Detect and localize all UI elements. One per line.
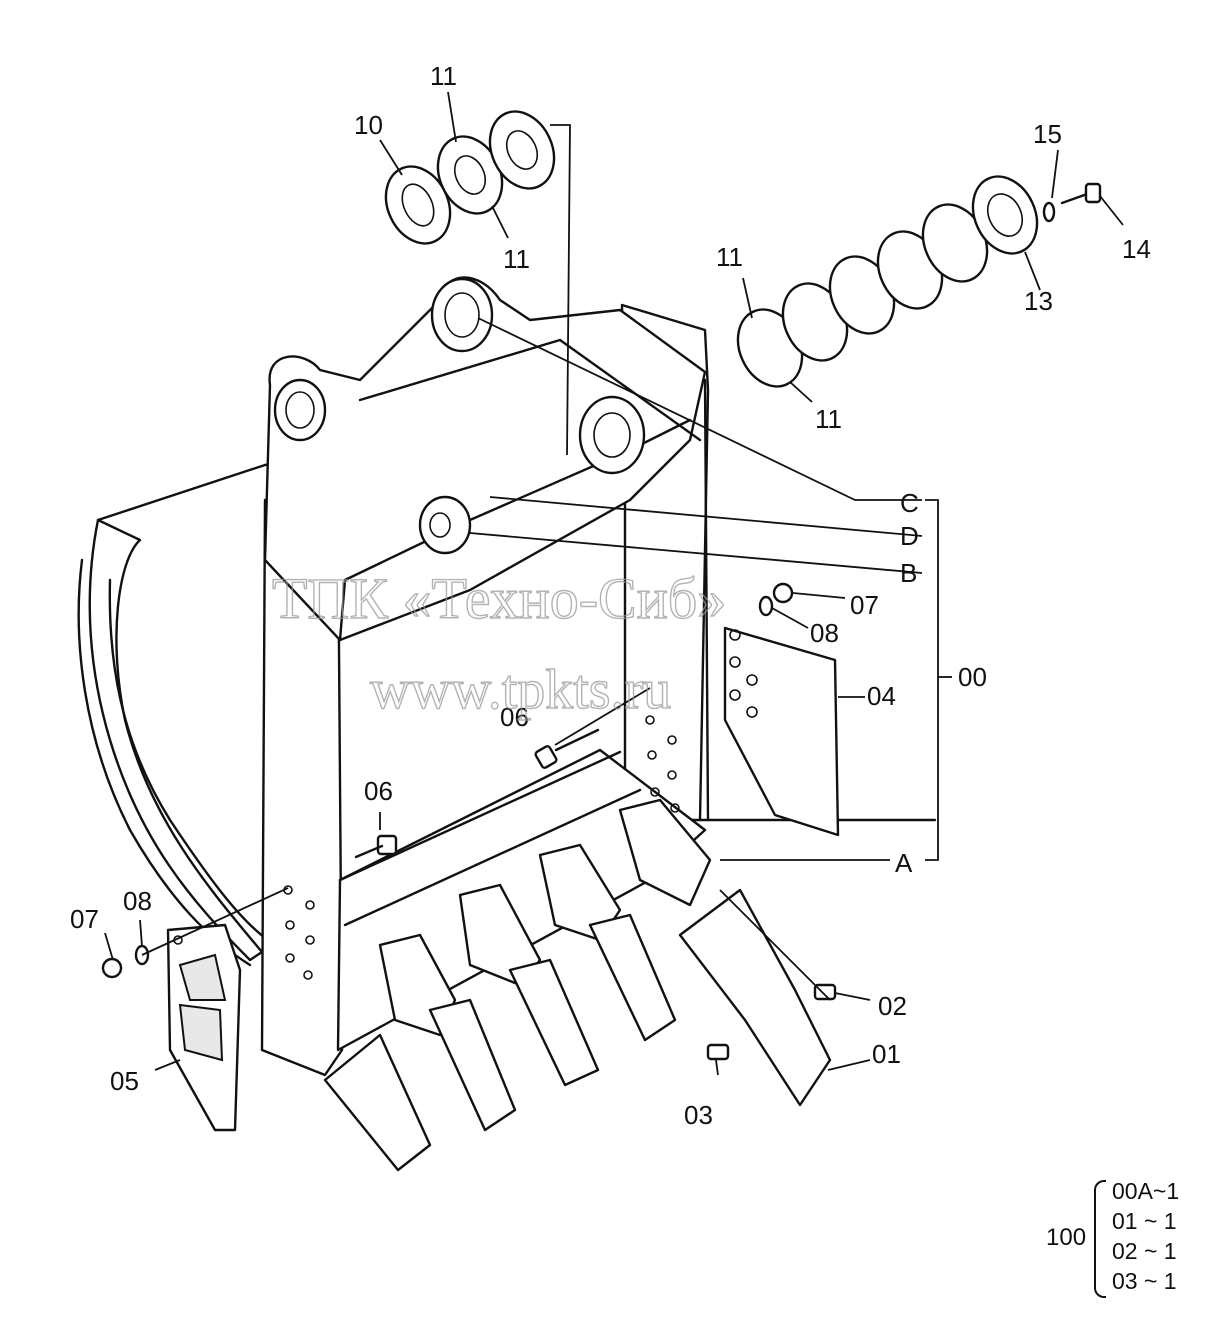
- callout-08-right: 08: [810, 618, 839, 648]
- quantity-row: 02 ~ 1: [1112, 1238, 1177, 1264]
- watermark-url: www.tpkts.ru: [370, 659, 671, 721]
- leader-lines: [104, 91, 1124, 1076]
- quantity-row: 03 ~ 1: [1112, 1268, 1177, 1294]
- assembly-number: 100: [1046, 1224, 1087, 1251]
- callout-13: 13: [1024, 286, 1053, 316]
- quantity-brace: [1094, 1180, 1106, 1298]
- bucket-teeth: [323, 798, 837, 1172]
- callout-06-lower: 06: [364, 776, 393, 806]
- callout-11-middle: 11: [503, 244, 530, 274]
- callout-11-top: 11: [430, 61, 457, 91]
- callout-A: A: [895, 848, 913, 878]
- callout-10: 10: [354, 110, 383, 140]
- callout-08-left: 08: [123, 886, 152, 916]
- callout-15: 15: [1033, 119, 1062, 149]
- callout-07-left: 07: [70, 904, 99, 934]
- quantity-row: 01 ~ 1: [1112, 1208, 1177, 1234]
- callout-00: 00: [958, 662, 987, 692]
- callout-07-right: 07: [850, 590, 879, 620]
- shims-and-plates: [384, 110, 1039, 388]
- callout-02: 02: [878, 991, 907, 1021]
- callout-C: C: [900, 488, 919, 518]
- callout-D: D: [900, 521, 919, 551]
- callout-06-upper: 06: [500, 702, 529, 732]
- callout-11-right-lower: 11: [815, 404, 842, 434]
- callout-03: 03: [684, 1100, 713, 1130]
- callout-14: 14: [1122, 234, 1151, 264]
- callout-04: 04: [867, 681, 896, 711]
- quantity-rows: 00A~1 01 ~ 1 02 ~ 1 03 ~ 1: [1112, 1176, 1179, 1296]
- side-cutters: [166, 626, 840, 1132]
- callout-01: 01: [872, 1039, 901, 1069]
- callout-05: 05: [110, 1066, 139, 1096]
- callout-B: B: [900, 558, 917, 588]
- callout-11-right-upper: 11: [716, 242, 743, 272]
- watermark: ТПК «Техно-Сиб» www.tpkts.ru: [271, 565, 727, 721]
- fasteners: [101, 182, 1102, 979]
- quantity-row: 00A~1: [1112, 1178, 1180, 1204]
- watermark-company: ТПК «Техно-Сиб»: [272, 566, 726, 631]
- quantity-table: 100 00A~1 01 ~ 1 02 ~ 1 03 ~ 1: [1046, 1176, 1206, 1300]
- callout-labels: 11 10 11 11 11 15 14 13 C D B A 00 07 08…: [70, 61, 1151, 1130]
